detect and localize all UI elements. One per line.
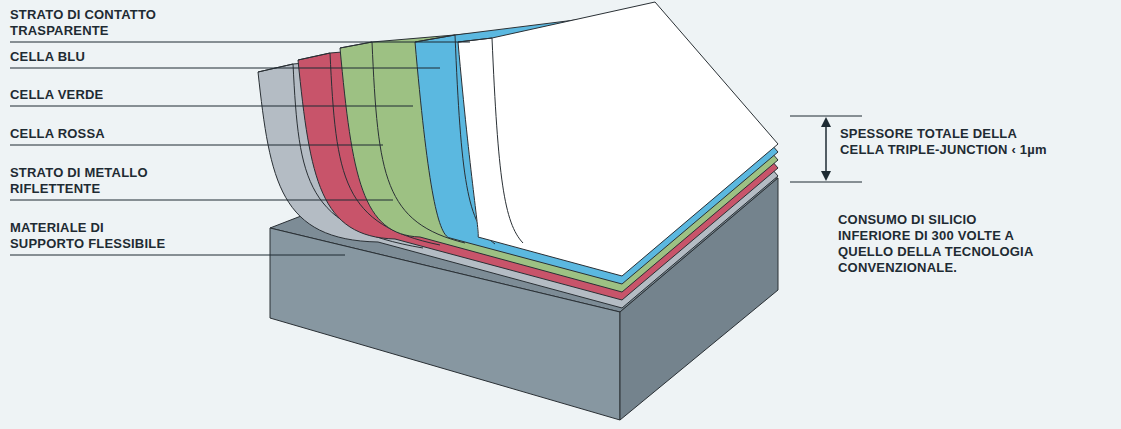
leader-line <box>10 42 470 43</box>
layer-label: STRATO DI METALLO RIFLETTENTE <box>10 165 170 197</box>
note-text: CONSUMO DI SILICIO INFERIORE DI 300 VOLT… <box>838 212 1038 276</box>
dimension-arrowhead <box>821 171 831 181</box>
dimension-arrowhead <box>821 117 831 127</box>
leader-line <box>10 106 413 107</box>
leader-line <box>10 200 393 201</box>
leader-line <box>10 255 345 256</box>
dimension-tick <box>790 182 862 183</box>
layer-label: STRATO DI CONTATTO TRASPARENTE <box>10 7 170 39</box>
dimension-tick <box>790 116 862 117</box>
dimension-label: SPESSORE TOTALE DELLA CELLA TRIPLE-JUNCT… <box>840 126 1062 158</box>
layer-label: MATERIALE DI SUPPORTO FLESSIBILE <box>10 220 170 252</box>
layer-label: CELLA VERDE <box>10 87 170 103</box>
cell-layer <box>458 2 778 276</box>
layer-label: CELLA BLU <box>10 49 170 65</box>
leader-line <box>10 145 383 146</box>
leader-line <box>10 68 440 69</box>
layer-label: CELLA ROSSA <box>10 126 170 142</box>
dimension-line <box>825 122 827 176</box>
fold-line <box>458 38 523 243</box>
